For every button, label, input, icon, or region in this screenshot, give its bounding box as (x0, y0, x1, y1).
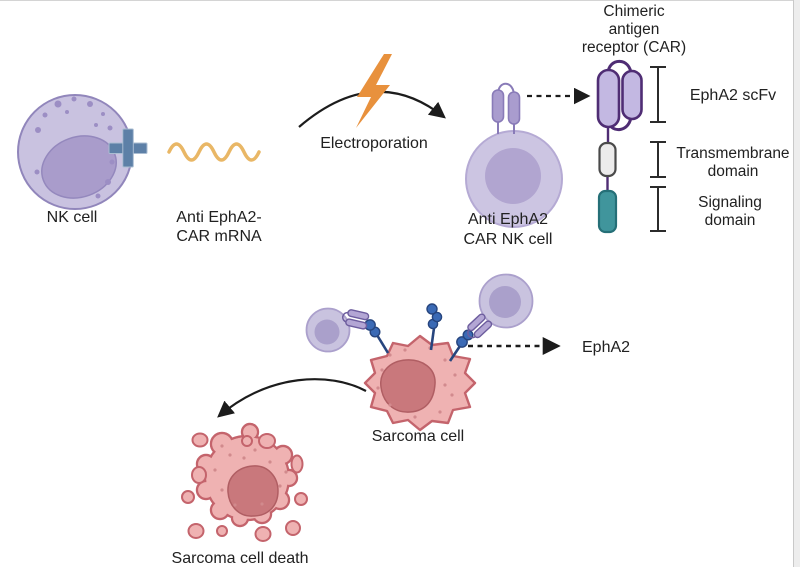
signaling-label-line2: domain (705, 212, 756, 229)
car-title-line1: Chimeric (603, 3, 664, 20)
electroporation-label: Electroporation (320, 135, 428, 152)
nk-cell-illustration (17, 94, 133, 210)
mrna-wave-icon (167, 142, 261, 162)
antigen-stalk (375, 334, 390, 354)
car-receptor-left (341, 309, 370, 330)
nk-cell-label: NK cell (47, 209, 98, 226)
car-nk-label-line1: Anti EphA2 (468, 211, 548, 228)
scrollbar-track (794, 0, 800, 567)
scfv-domain-shape (596, 68, 621, 129)
nk-cell-granules (34, 96, 118, 199)
antigen-stalk (429, 327, 436, 351)
attacking-nk-cell-left (305, 307, 370, 353)
scfv-label: EphA2 scFv (690, 87, 776, 104)
dying-cell-dots (213, 444, 288, 507)
attacking-nk-cell-right (467, 273, 534, 339)
scfv-bracket (650, 66, 666, 123)
domain-brackets (650, 66, 666, 232)
car-title-line3: receptor (CAR) (582, 39, 686, 56)
plus-icon (108, 128, 148, 168)
signaling-label-line1: Signaling (698, 194, 762, 211)
sarcoma-dots (376, 346, 457, 419)
car-nk-cell-illustration (465, 82, 563, 228)
car-receptor-on-cell (491, 82, 521, 134)
sarcoma-cell-illustration (363, 334, 477, 432)
sarcoma-cell-death-illustration (181, 422, 308, 542)
epha2-label: EphA2 (582, 339, 630, 356)
lightning-bolt-icon (356, 54, 392, 128)
transmembrane-domain-shape (598, 141, 617, 178)
sarcoma-nucleus (380, 359, 436, 413)
mrna-label-line2: CAR mRNA (176, 228, 262, 245)
dying-cell-nucleus (227, 465, 279, 517)
antigen-stalk (448, 345, 462, 362)
car-schematic (596, 59, 643, 234)
car-title-line2: antigen (609, 21, 660, 38)
car-receptor-right (467, 313, 493, 339)
scfv-domain-shape (621, 69, 643, 121)
curved-arrow-death (217, 378, 367, 418)
car-nk-label-line2: CAR NK cell (464, 231, 553, 248)
transmembrane-bracket (650, 141, 666, 178)
apoptotic-fragments (181, 432, 308, 542)
sarcoma-cell-label: Sarcoma cell (372, 428, 464, 445)
transmembrane-label-line2: domain (708, 163, 759, 180)
mrna-label-line1: Anti EphA2- (176, 209, 261, 226)
transmembrane-label-line1: Transmembrane (676, 145, 789, 162)
signaling-bracket (650, 186, 666, 232)
signaling-domain-shape (597, 189, 618, 234)
sarcoma-cell-death-label: Sarcoma cell death (172, 550, 309, 567)
